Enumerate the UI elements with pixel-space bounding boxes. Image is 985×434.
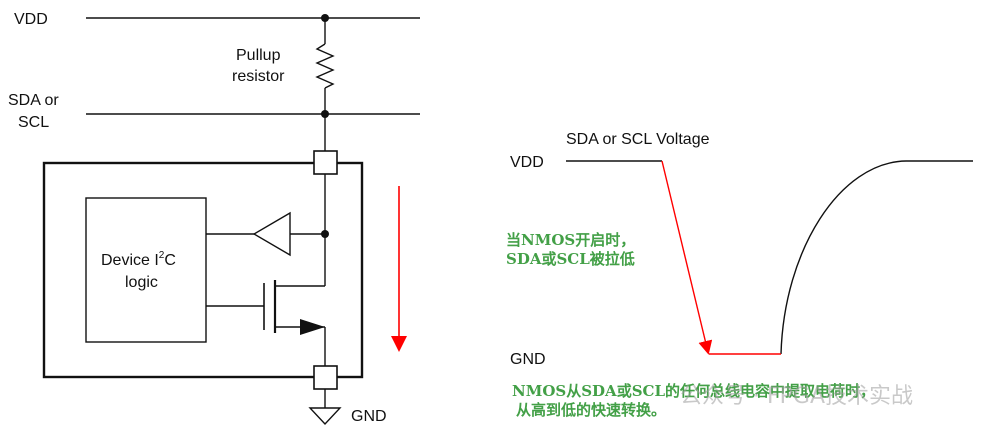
logic-block [85, 197, 207, 343]
waveform-title: SDA or SCL Voltage [566, 131, 710, 148]
note-pull-low-line2: SDA或SCL被拉低 [506, 250, 635, 268]
pullup-resistor-icon [315, 43, 335, 89]
nmos-arrow-icon [300, 319, 325, 335]
gnd-label: GND [351, 408, 387, 425]
bus-node [321, 110, 329, 118]
device-label-line2: logic [125, 274, 158, 291]
waveform-rc-rise [780, 160, 973, 355]
waveform-vdd-label: VDD [510, 154, 544, 171]
top-pin [313, 150, 338, 175]
vdd-node [321, 14, 329, 22]
note-pull-low-line1: 当NMOS开启时， [506, 231, 635, 249]
pullup-label-line1: Pullup [236, 47, 281, 64]
device-package [42, 161, 364, 379]
buffer-node [321, 230, 329, 238]
waveform-fast-fall [661, 160, 781, 355]
ground-icon [308, 407, 342, 426]
vdd-label: VDD [14, 11, 48, 28]
note-discharge-line2: 从高到低的快速转换。 [516, 401, 666, 419]
waveform-gnd-label: GND [510, 351, 546, 368]
circuit-filled-parts [300, 14, 329, 335]
pullup-label-line2: resistor [232, 68, 285, 85]
device-label-line1: Device I2C [101, 250, 176, 269]
bottom-pin [313, 365, 338, 390]
note-discharge-line1: NMOS从SDA或SCL的任何总线电容中提取电荷时， [512, 382, 875, 400]
watermark: 公众号 · FPGA技术实战 [680, 384, 913, 409]
bus-label-line1: SDA or [8, 92, 59, 109]
waveform-fall-edge [661, 160, 713, 355]
voltage-waveform [566, 160, 973, 355]
bus-label-line2: SCL [18, 114, 49, 131]
input-buffer-icon [252, 211, 291, 257]
